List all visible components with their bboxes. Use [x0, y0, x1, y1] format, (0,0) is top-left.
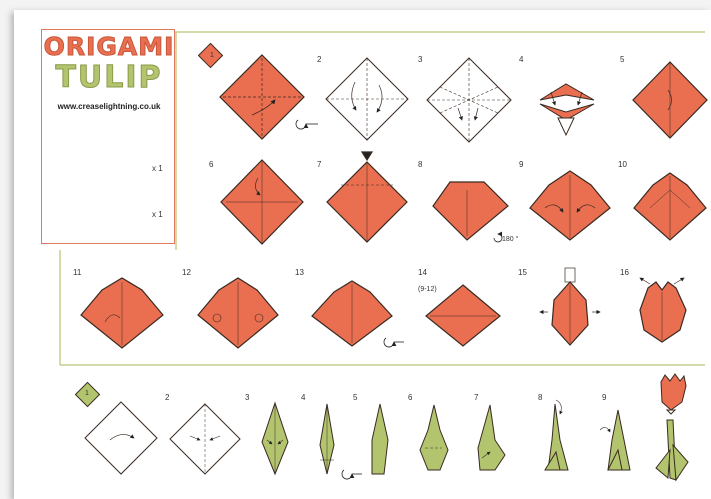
stem-step-number: 5 — [353, 393, 357, 402]
flower-step-7 — [327, 152, 407, 242]
stem-step-1 — [85, 402, 157, 474]
flower-step-13 — [312, 281, 392, 346]
stem-step-number: 3 — [245, 393, 249, 402]
flower-step-9 — [530, 171, 610, 240]
rotate-icon — [494, 234, 502, 242]
flower-step-number: 7 — [317, 160, 321, 169]
flower-step-2 — [326, 58, 408, 140]
flower-step-12 — [198, 278, 278, 348]
title-tulip: TULIP — [42, 60, 176, 95]
rotate-note: 180 ° — [502, 236, 518, 243]
finished-tulip — [656, 374, 688, 480]
flower-step-5 — [633, 62, 707, 138]
stem-step-number: 9 — [602, 393, 606, 402]
green-paper-quantity: x 1 — [152, 210, 163, 219]
stem-step-number: 8 — [538, 393, 542, 402]
flower-step-number: 9 — [519, 160, 523, 169]
stem-step-2 — [170, 404, 240, 474]
flower-step-number: 8 — [418, 160, 422, 169]
flower-step-8 — [433, 182, 508, 240]
flower-step-number: 3 — [418, 55, 422, 64]
flower-step-10 — [634, 173, 706, 240]
stem-step-9 — [600, 410, 630, 470]
stem-step-5 — [372, 404, 388, 474]
flower-step-number: 15 — [518, 268, 527, 277]
flower-step-number: 6 — [209, 160, 213, 169]
flower-step-number: 11 — [73, 268, 81, 277]
orange-paper-quantity: x 1 — [152, 164, 163, 173]
flower-step-11 — [81, 278, 163, 348]
flower-step-number: 16 — [620, 268, 629, 277]
stem-step-7 — [478, 405, 505, 470]
flower-step-3 — [427, 58, 511, 142]
flower-step-number: 4 — [519, 55, 523, 64]
flower-step-6 — [221, 160, 303, 244]
stem-step-number: 1 — [85, 390, 89, 397]
flower-step-4 — [540, 84, 594, 135]
flower-step-number: 10 — [618, 160, 627, 169]
repeat-note: (9-12) — [418, 286, 437, 293]
stem-step-number: 7 — [474, 393, 478, 402]
turn-over-icon — [296, 120, 318, 129]
turn-over-icon — [384, 338, 404, 347]
stem-step-3 — [262, 403, 288, 474]
stem-step-number: 2 — [165, 393, 169, 402]
stem-step-4 — [320, 404, 334, 474]
flower-step-number: 2 — [317, 55, 321, 64]
flower-step-number: 14 — [418, 268, 427, 277]
website-url: www.creaselightning.co.uk — [42, 102, 176, 111]
stem-step-8 — [545, 400, 568, 470]
turn-over-icon — [342, 470, 362, 479]
flower-step-15 — [540, 268, 600, 345]
flower-step-16 — [640, 278, 686, 342]
stem-step-number: 6 — [408, 393, 412, 402]
flower-step-1 — [220, 55, 304, 139]
flower-step-number: 1 — [210, 52, 214, 59]
flower-step-number: 13 — [295, 268, 304, 277]
flower-step-14 — [426, 285, 500, 346]
stem-step-number: 4 — [301, 393, 305, 402]
flower-step-number: 5 — [620, 55, 624, 64]
stem-step-6 — [420, 405, 448, 470]
title-origami: ORIGAMI — [42, 32, 176, 61]
flower-step-number: 12 — [182, 268, 191, 277]
